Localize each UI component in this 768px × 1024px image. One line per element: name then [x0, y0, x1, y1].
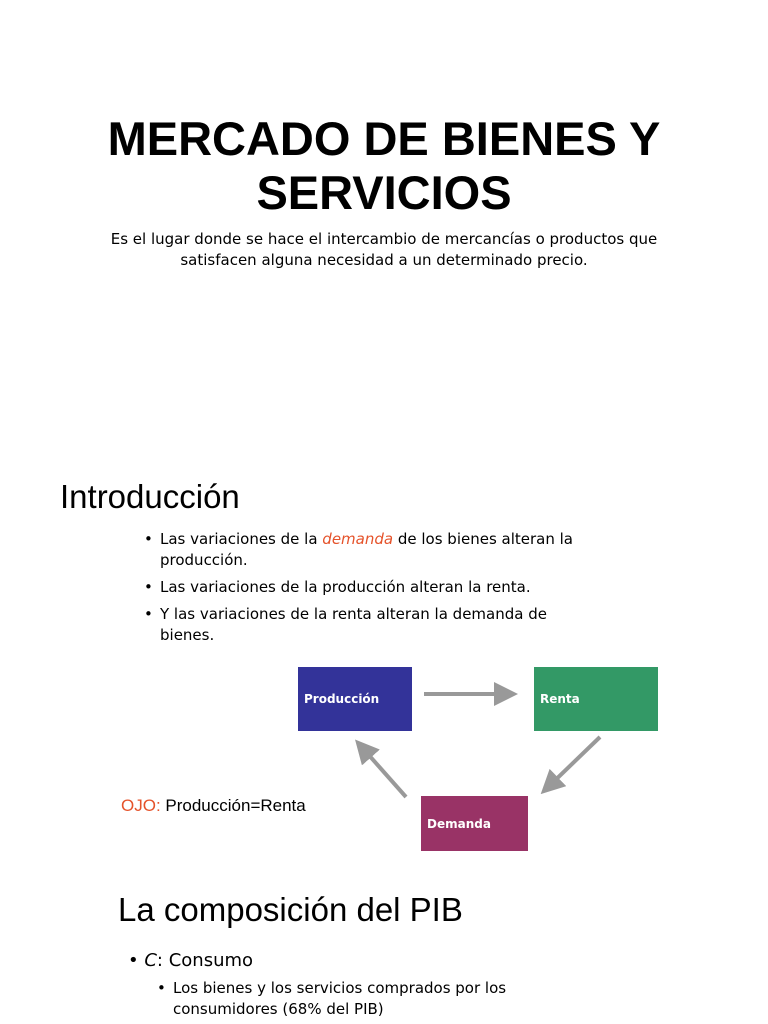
- arrow-demanda-to-produccion: [355, 739, 408, 799]
- consumo-text: : Consumo: [156, 950, 254, 971]
- ojo-label: OJO:: [121, 796, 161, 815]
- arrow-renta-to-demanda: [540, 735, 602, 795]
- consumo-bullet-marker: •: [128, 950, 145, 971]
- renta-label: Renta: [540, 692, 580, 706]
- introduccion-bullets: Las variaciones de la demanda de los bie…: [144, 529, 594, 646]
- consumo-symbol: C: [144, 950, 157, 971]
- bullet1-text-after: de los bienes alteran la producción.: [160, 530, 573, 569]
- bullet-item: Y las variaciones de la renta alteran la…: [144, 604, 594, 646]
- consumo-sub-bullets: Los bienes y los servicios comprados por…: [157, 978, 537, 1020]
- bullet1-text-before: Las variaciones de la: [160, 530, 323, 548]
- slide1-title-line2: SERVICIOS: [256, 166, 512, 219]
- bullet-item: Las variaciones de la producción alteran…: [144, 577, 594, 598]
- demanda-box: Demanda: [421, 796, 528, 851]
- slide1-title: MERCADO DE BIENES Y SERVICIOS: [0, 112, 768, 220]
- produccion-label: Producción: [304, 692, 380, 706]
- bullet1-emphasis: demanda: [322, 530, 394, 548]
- produccion-box: Producción: [298, 667, 412, 731]
- bullet3-text: Y las variaciones de la renta alteran la…: [160, 605, 547, 644]
- bullet-item: Las variaciones de la demanda de los bie…: [144, 529, 594, 571]
- slide1-subtitle-line1: Es el lugar donde se hace el intercambio…: [110, 230, 658, 248]
- consumo-bullet: • C: Consumo: [128, 950, 253, 972]
- bullet2-text: Las variaciones de la producción alteran…: [160, 578, 531, 596]
- slide1-subtitle-line2: satisfacen alguna necesidad a un determi…: [180, 251, 588, 269]
- sub-bullet-item: Los bienes y los servicios comprados por…: [157, 978, 537, 1020]
- slide1-title-line1: MERCADO DE BIENES Y: [107, 112, 661, 165]
- introduccion-title: Introducción: [60, 478, 240, 515]
- composicion-title: La composición del PIB: [118, 891, 463, 928]
- sub-bullet-text: Los bienes y los servicios comprados por…: [173, 979, 507, 1018]
- ojo-text: Producción=Renta: [160, 796, 306, 815]
- renta-box: Renta: [534, 667, 658, 731]
- slide1-subtitle: Es el lugar donde se hace el intercambio…: [60, 229, 708, 271]
- ojo-note: OJO: Producción=Renta: [121, 796, 306, 816]
- demanda-label: Demanda: [427, 816, 491, 831]
